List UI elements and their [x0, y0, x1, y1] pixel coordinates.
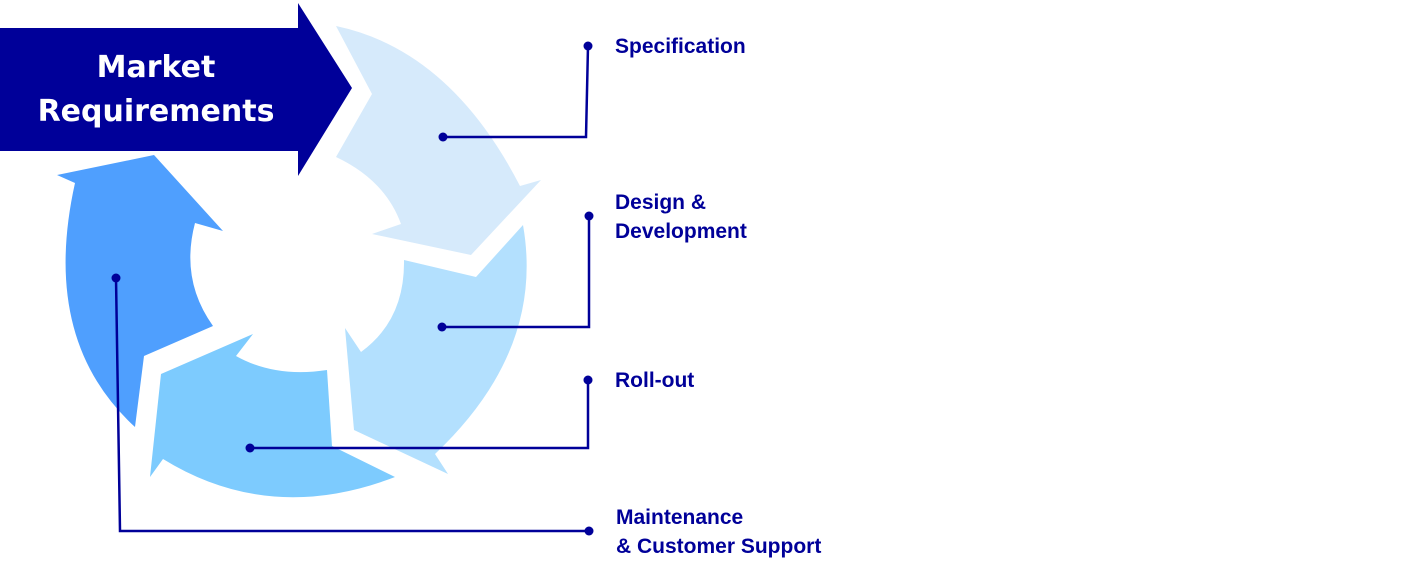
dot	[111, 273, 121, 283]
connector-specification	[443, 45, 590, 139]
segment-maintenance	[57, 155, 223, 427]
label-line: Development	[615, 220, 747, 243]
dot	[584, 526, 594, 536]
label-line: Maintenance	[616, 506, 744, 529]
dot	[583, 375, 593, 385]
segment-specification	[336, 26, 541, 255]
connector-maintenance	[114, 277, 589, 533]
connectors	[114, 45, 591, 533]
banner-arrow	[0, 3, 352, 176]
dot	[438, 132, 448, 142]
label-line: Design &	[615, 191, 707, 214]
label-roll-out: Roll-out	[615, 369, 695, 392]
banner-line1: Market	[96, 49, 216, 85]
segment-design-development	[345, 225, 527, 474]
connector-design	[442, 216, 591, 329]
label-specification: Specification	[615, 35, 746, 58]
connector-dots	[111, 41, 594, 536]
banner-line2: Requirements	[37, 93, 275, 129]
connector-rollout	[250, 380, 590, 450]
label-line: & Customer Support	[616, 535, 822, 558]
dot	[437, 322, 447, 332]
dot	[584, 211, 594, 221]
label-design-development: Design & Development	[615, 188, 747, 246]
segment-roll-out	[150, 334, 395, 498]
dot	[583, 41, 593, 51]
dot	[245, 443, 255, 453]
market-requirements-label: Market Requirements	[0, 28, 312, 151]
label-maintenance: Maintenance & Customer Support	[616, 503, 821, 561]
